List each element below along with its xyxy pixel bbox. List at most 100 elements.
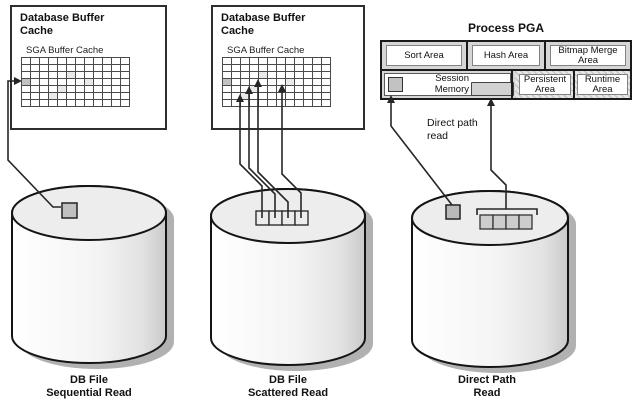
database-buffer-cache-box-left: Database Buffer Cache SGA Buffer Cache [10, 5, 167, 130]
buffer-cell [304, 100, 313, 107]
disk-label-line2: Scattered Read [247, 387, 329, 399]
buffer-cell [232, 86, 241, 93]
buffer-cell [40, 65, 49, 72]
buffer-cell [259, 86, 268, 93]
buffer-cell [232, 93, 241, 100]
disk-label-line2: Sequential Read [46, 387, 132, 399]
divider [511, 71, 513, 98]
buffer-cell [85, 93, 94, 100]
buffer-cell [103, 86, 112, 93]
buffer-cell [67, 93, 76, 100]
buffer-cell [259, 65, 268, 72]
buffer-cell [295, 72, 304, 79]
buffer-cell [85, 100, 94, 107]
buffer-cell [322, 100, 331, 107]
persistent-area-cell: Persistent Area [519, 74, 571, 95]
buffer-cell [103, 72, 112, 79]
buffer-cell [58, 79, 67, 86]
buffer-cell [304, 58, 313, 65]
buffer-cell [250, 72, 259, 79]
buffer-cell [94, 65, 103, 72]
buffer-cell [277, 86, 286, 93]
buffer-cell [58, 93, 67, 100]
buffer-cell [67, 79, 76, 86]
buffer-cell [322, 72, 331, 79]
buffer-cell [259, 79, 268, 86]
buffer-cell [49, 65, 58, 72]
buffer-cell [241, 58, 250, 65]
buffer-cell [259, 72, 268, 79]
buffer-cell [67, 72, 76, 79]
buffer-cell [112, 100, 121, 107]
buffer-cell [121, 79, 130, 86]
box-title: Database Buffer Cache [221, 12, 306, 37]
buffer-cell [232, 100, 241, 107]
disk-label-line2: Read [473, 387, 501, 399]
database-buffer-cache-box-middle: Database Buffer Cache SGA Buffer Cache [211, 5, 365, 130]
buffer-cell [250, 93, 259, 100]
buffer-cell [250, 58, 259, 65]
multiblock-bracket [476, 208, 538, 215]
bitmap-merge-area-section: Bitmap Merge Area [546, 42, 630, 69]
buffer-cell [22, 65, 31, 72]
disk-label-line1: Direct Path [457, 374, 517, 386]
buffer-cell [85, 65, 94, 72]
buffer-cell [67, 86, 76, 93]
multiblock-cells [479, 214, 533, 230]
disk-label-line1: DB File [70, 374, 108, 386]
disk-shadow [420, 197, 576, 373]
buffer-cell [322, 86, 331, 93]
disk-label-sequential: DB File Sequential Read [4, 374, 174, 400]
buffer-cell [49, 72, 58, 79]
buffer-cell [31, 65, 40, 72]
buffer-cell [31, 100, 40, 107]
buffer-cell [49, 58, 58, 65]
buffer-cell [232, 65, 241, 72]
buffer-cell [58, 65, 67, 72]
data-block [61, 202, 78, 219]
buffer-cell [112, 86, 121, 93]
hash-area-section: Hash Area [468, 42, 546, 69]
buffer-cell [259, 58, 268, 65]
buffer-cell [103, 100, 112, 107]
disk-cylinder-scattered [210, 188, 366, 366]
buffer-cell [259, 93, 268, 100]
buffer-cell [322, 93, 331, 100]
buffer-cell [76, 86, 85, 93]
buffer-cell [49, 86, 58, 93]
buffer-cell [121, 93, 130, 100]
buffer-cell [223, 79, 232, 86]
disk-shadow [20, 192, 174, 369]
buffer-cell [121, 65, 130, 72]
buffer-cell [250, 65, 259, 72]
buffer-cell [58, 86, 67, 93]
buffer-cell [85, 79, 94, 86]
buffer-cell [277, 58, 286, 65]
buffer-cell [286, 93, 295, 100]
disk-label-direct-path: Direct Path Read [402, 374, 572, 400]
buffer-cell [286, 100, 295, 107]
buffer-cell [94, 58, 103, 65]
buffer-cell [313, 65, 322, 72]
direct-path-arrow-1 [390, 98, 453, 206]
buffer-cell [94, 79, 103, 86]
buffer-cell [304, 86, 313, 93]
session-memory-box: Session Memory [384, 73, 514, 96]
buffer-cell [277, 79, 286, 86]
buffer-cell [40, 58, 49, 65]
buffer-cell [31, 86, 40, 93]
buffer-cell [22, 72, 31, 79]
divider [573, 71, 575, 98]
buffer-cell [241, 72, 250, 79]
buffer-cell [295, 100, 304, 107]
buffer-cell [67, 58, 76, 65]
sort-area-cell: Sort Area [386, 45, 462, 66]
disk-label-line1: DB File [269, 374, 307, 386]
buffer-cell [313, 58, 322, 65]
process-pga-box: Sort Area Hash Area Bitmap Merge Area Se… [380, 40, 632, 100]
buffer-cell [259, 100, 268, 107]
buffer-cell [250, 86, 259, 93]
buffer-cell [103, 79, 112, 86]
buffer-cell [241, 65, 250, 72]
